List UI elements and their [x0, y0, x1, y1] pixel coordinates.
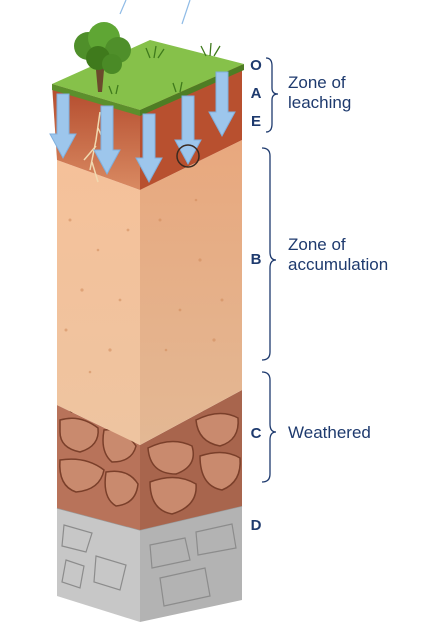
leaching-arrows: [49, 71, 236, 184]
zone-label-accumulation: Zone of accumulation: [288, 235, 388, 274]
horizon-letter-b: B: [251, 251, 262, 268]
zone-label-leaching: Zone of leaching: [288, 73, 351, 112]
horizon-letter-d: D: [251, 517, 262, 534]
arrow-down-icon: [135, 113, 163, 184]
soil-column: [49, 0, 244, 622]
tree: [74, 22, 131, 183]
horizon-letter-a: A: [251, 85, 262, 102]
arrow-down-icon: [49, 93, 77, 160]
horizon-letter-e: E: [251, 113, 261, 130]
horizon-letters: O A E B C D: [250, 57, 262, 534]
zone-label-line: Zone of: [288, 73, 346, 92]
horizon-letter-c: C: [251, 425, 262, 442]
horizon-letter-o: O: [250, 57, 262, 74]
subsoil-layer: [57, 140, 242, 445]
zone-label-line: Zone of: [288, 235, 346, 254]
zone-label-weathered: Weathered: [288, 423, 371, 442]
rain-streaks: [119, 0, 191, 25]
root-highlight-circle: [176, 144, 200, 168]
bedrock-layer: [56, 505, 243, 622]
horizon-braces: [261, 57, 279, 483]
arrow-down-icon: [93, 105, 121, 176]
brace-leaching: [265, 57, 279, 133]
zone-label-line: leaching: [288, 93, 351, 112]
brace-accumulation: [261, 147, 277, 361]
brace-weathered: [261, 371, 277, 483]
zone-label-line: Weathered: [288, 423, 371, 442]
zone-labels: Zone of leaching Zone of accumulation We…: [288, 73, 388, 442]
arrow-down-icon: [208, 71, 236, 138]
zone-label-line: accumulation: [288, 255, 388, 274]
weathered-layer: [57, 370, 242, 530]
